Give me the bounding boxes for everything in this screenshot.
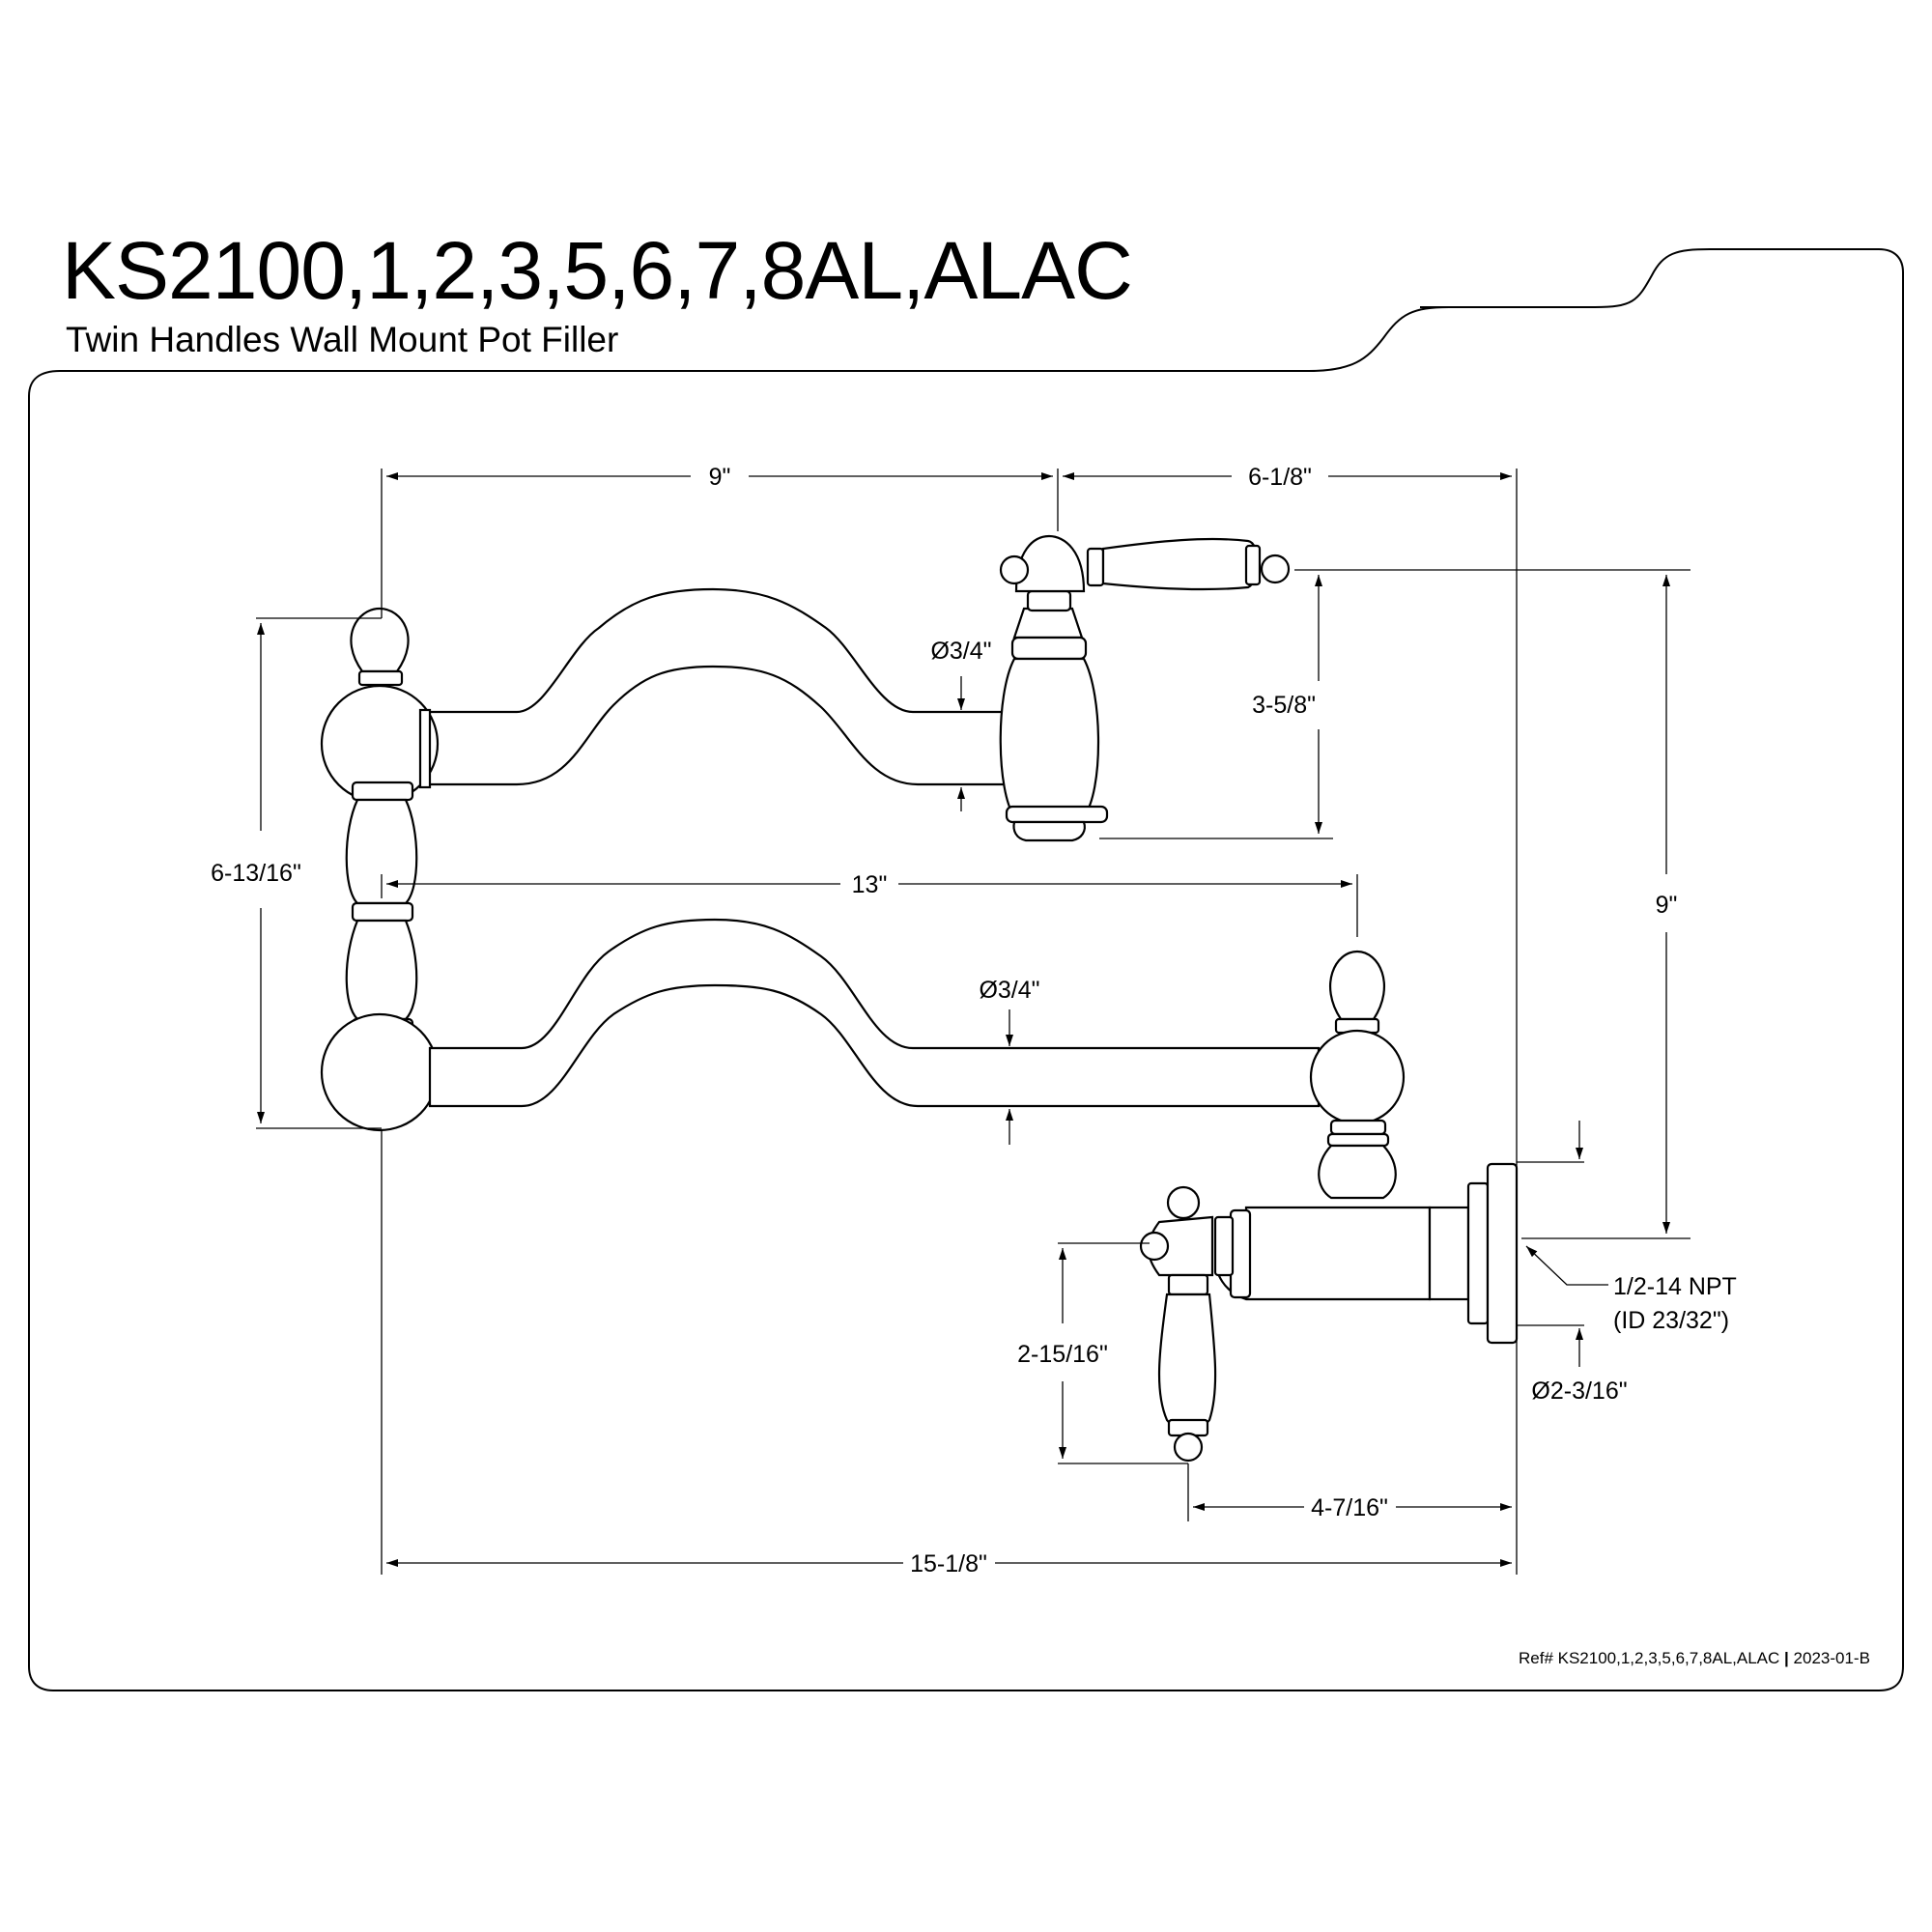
ref-separator: | bbox=[1784, 1649, 1789, 1667]
upper-swing-arm bbox=[423, 587, 1011, 786]
ref-revision: 2023-01-B bbox=[1793, 1649, 1870, 1667]
dim-npt-line1: 1/2-14 NPT bbox=[1613, 1273, 1737, 1300]
reference-footer: Ref# KS2100,1,2,3,5,6,7,8AL,ALAC | 2023-… bbox=[1519, 1650, 1870, 1666]
wall-valve bbox=[1139, 950, 1519, 1463]
dim-upper-arm-diameter: Ø3/4" bbox=[930, 638, 991, 665]
dimension-lines bbox=[256, 469, 1690, 1575]
swivel-column bbox=[320, 607, 440, 1132]
model-title: KS2100,1,2,3,5,6,7,8AL,ALAC bbox=[62, 225, 1133, 316]
dim-top-left-width: 9" bbox=[709, 464, 731, 491]
dim-top-right-width: 6-1/8" bbox=[1248, 464, 1312, 491]
upper-valve-body bbox=[999, 534, 1291, 842]
product-subtitle: Twin Handles Wall Mount Pot Filler bbox=[66, 320, 619, 359]
dim-lower-arm-length: 13" bbox=[852, 871, 888, 898]
dim-left-height: 6-13/16" bbox=[211, 860, 301, 887]
dim-lower-arm-diameter: Ø3/4" bbox=[979, 977, 1039, 1004]
dim-lower-handle-height: 2-15/16" bbox=[1017, 1341, 1108, 1368]
dim-handle-height: 3-5/8" bbox=[1252, 692, 1316, 719]
ref-label: Ref# KS2100,1,2,3,5,6,7,8AL,ALAC bbox=[1519, 1649, 1780, 1667]
dim-npt-line2: (ID 23/32") bbox=[1613, 1307, 1729, 1334]
dim-overall-width: 15-1/8" bbox=[910, 1550, 987, 1577]
sheet-frame bbox=[28, 248, 1904, 1691]
dim-handle-offset: 4-7/16" bbox=[1311, 1494, 1388, 1521]
dim-overall-height: 9" bbox=[1656, 892, 1678, 919]
lower-swing-arm bbox=[428, 918, 1321, 1108]
dim-flange-diameter: Ø2-3/16" bbox=[1531, 1378, 1627, 1405]
